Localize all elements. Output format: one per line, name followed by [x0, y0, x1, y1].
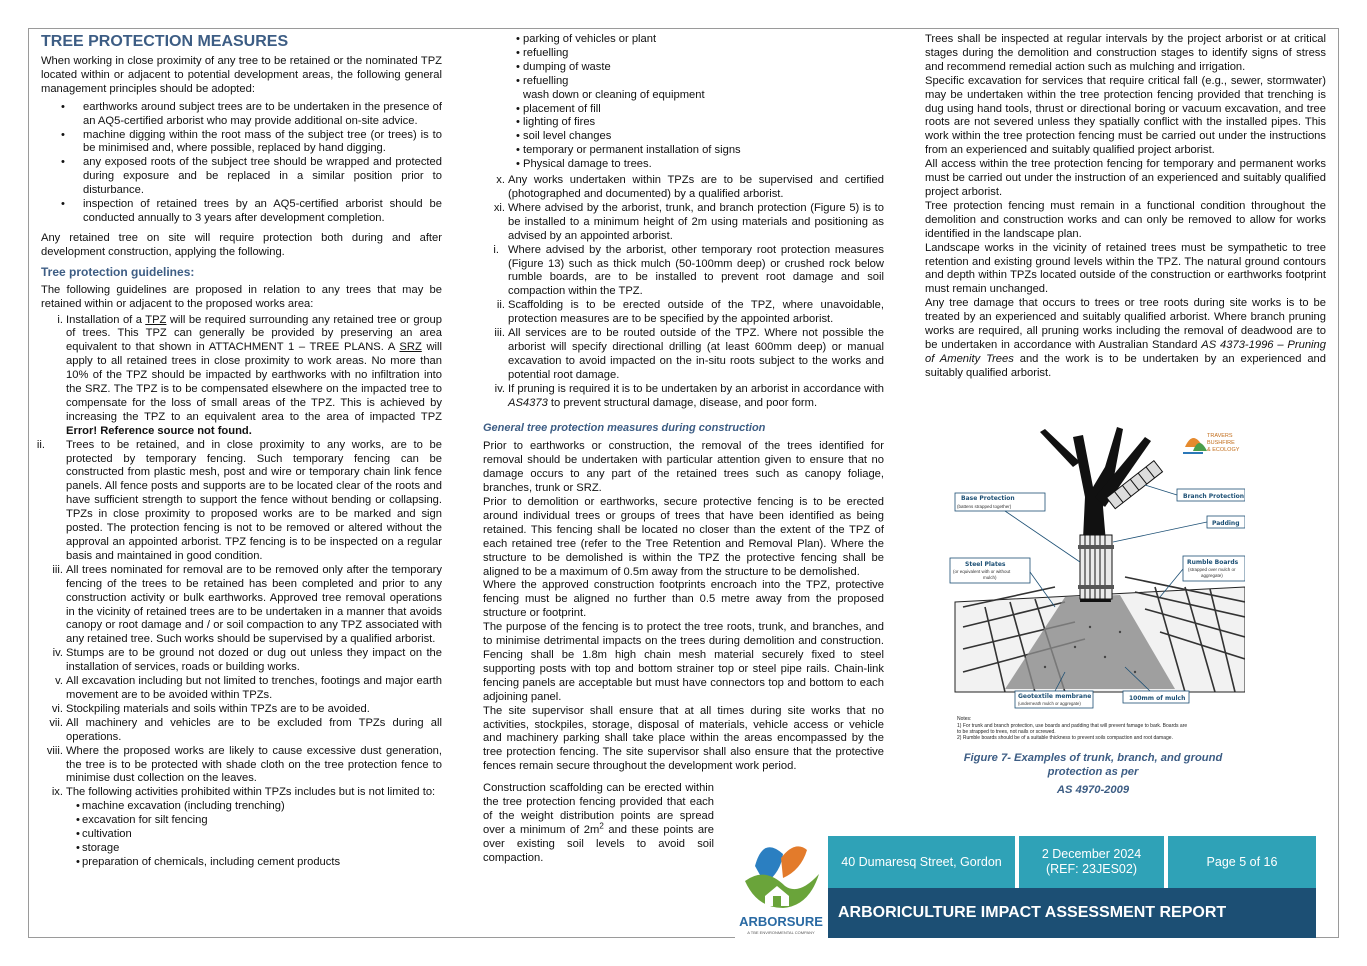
- figure-notes: Notes: 1) For trunk and branch protectio…: [957, 716, 1187, 741]
- list-item: vii.All machinery and vehicles are to be…: [49, 716, 442, 743]
- logo-text: & ECOLOGY: [1207, 447, 1240, 453]
- list-item: ii.Trees to be retained, and in close pr…: [36, 438, 442, 562]
- footer-date: 2 December 2024(REF: 23JES02): [1019, 836, 1164, 888]
- list-item: viii.Where the proposed works are likely…: [46, 744, 442, 785]
- list-item: •preparation of chemicals, including cem…: [76, 855, 341, 868]
- prohibited-list-1: •machine excavation (including trenching…: [41, 800, 442, 870]
- svg-text:(battens strapped together): (battens strapped together): [957, 504, 1012, 509]
- label-rumble-boards: Rumble Boards: [1187, 559, 1239, 566]
- logo-text: TRAVERS: [1207, 433, 1233, 439]
- general-paragraph: Prior to demolition or earthworks, secur…: [483, 496, 884, 578]
- list-item: •dumping of waste: [516, 60, 611, 73]
- general-paragraph: The site supervisor shall ensure that at…: [483, 704, 884, 773]
- list-item: ix.The following activities prohibited w…: [51, 786, 436, 799]
- list-item: •placement of fill: [516, 102, 601, 115]
- list-item: iii.All services are to be routed outsid…: [494, 327, 884, 381]
- prohibited-list-2: •parking of vehicles or plant •refuellin…: [483, 33, 884, 172]
- svg-text:to be strapped to trees, not n: to be strapped to trees, not nails or sc…: [957, 729, 1056, 735]
- list-item: •storage: [76, 841, 120, 854]
- retained-paragraph: Any retained tree on site will require p…: [41, 231, 442, 258]
- svg-text:(underneath mulch or aggregate: (underneath mulch or aggregate): [1018, 701, 1081, 706]
- list-item: iii.All trees nominated for removal are …: [52, 563, 442, 646]
- label-padding: Padding: [1212, 520, 1240, 527]
- column-2: •parking of vehicles or plant •refuellin…: [483, 33, 884, 866]
- arborsure-logo-icon: ARBORSURE A TBE ENVIRONMENTAL COMPANY: [739, 846, 823, 935]
- tree-protection-figure: TRAVERS BUSHFIRE & ECOLOGY Base Protecti…: [945, 427, 1246, 745]
- logo-tagline: A TBE ENVIRONMENTAL COMPANY: [747, 930, 815, 935]
- logo-text: BUSHFIRE: [1207, 440, 1235, 446]
- list-item: ii.Scaffolding is to be erected outside …: [496, 299, 884, 326]
- label-base-protection: Base Protection: [961, 495, 1015, 502]
- list-item: •any exposed roots of the subject tree s…: [61, 156, 442, 197]
- footer-page-number: Page 5 of 16: [1168, 836, 1316, 888]
- reference-error: Error! Reference source not found.: [66, 424, 252, 437]
- principles-list: •earthworks around subject trees are to …: [41, 101, 442, 226]
- general-paragraph: Prior to earthworks or construction, the…: [483, 440, 884, 495]
- list-item: •soil level changes: [516, 130, 612, 143]
- guidelines-heading: Tree protection guidelines:: [41, 264, 195, 279]
- svg-text:2) Rumble boards should be of: 2) Rumble boards should be of a suitable…: [957, 735, 1173, 741]
- label-mulch: 100mm of mulch: [1129, 695, 1185, 702]
- svg-text:Notes:: Notes:: [957, 716, 971, 722]
- list-item: vi.Stockpiling materials and soils withi…: [51, 702, 370, 715]
- list-item: v.All excavation including but not limit…: [55, 675, 442, 701]
- logo-name: ARBORSURE: [739, 914, 823, 929]
- figure-caption: Figure 7- Examples of trunk, branch, and…: [963, 752, 1223, 796]
- body-paragraph: Landscape works in the vicinity of retai…: [925, 241, 1326, 296]
- column-3: Trees shall be inspected at regular inte…: [925, 33, 1326, 381]
- label-branch-protection: Branch Protection: [1183, 493, 1244, 500]
- svg-text:aggregate): aggregate): [1201, 573, 1223, 578]
- list-item: •cultivation: [76, 828, 132, 841]
- guidelines-intro: The following guidelines are proposed in…: [41, 283, 442, 310]
- list-item: •temporary or permanent installation of …: [516, 144, 741, 157]
- svg-text:1) For trunk and branch protec: 1) For trunk and branch protection, use …: [957, 723, 1187, 729]
- list-item: •machine excavation (including trenching…: [76, 800, 285, 813]
- page-heading: TREE PROTECTION MEASURES: [41, 33, 289, 50]
- list-item: x.Any works undertaken within TPZs are t…: [496, 174, 884, 200]
- label-geotextile: Geotextile membrane: [1018, 693, 1091, 700]
- general-heading: General tree protection measures during …: [483, 422, 766, 435]
- list-item: •earthworks around subject trees are to …: [61, 100, 442, 127]
- travers-logo: TRAVERS BUSHFIRE & ECOLOGY: [1183, 433, 1240, 454]
- body-paragraph: All access within the tree protection fe…: [925, 158, 1326, 198]
- list-item: xi.Where advised by the arborist, trunk,…: [493, 201, 884, 242]
- intro-paragraph: When working in close proximity of any t…: [41, 55, 442, 95]
- list-item: wash down or cleaning of equipment: [523, 88, 705, 101]
- list-item: •machine digging within the root mass of…: [61, 128, 442, 155]
- body-paragraph: Tree protection fencing must remain in a…: [925, 199, 1326, 240]
- diagram-labels: Base Protection (battens strapped togeth…: [949, 484, 1246, 709]
- tree-protection-diagram: TRAVERS BUSHFIRE & ECOLOGY Base Protecti…: [949, 427, 1246, 741]
- footer-address: 40 Dumaresq Street, Gordon: [828, 836, 1015, 888]
- guidelines-list-continued: x.Any works undertaken within TPZs are t…: [483, 174, 884, 410]
- list-item: i.Installation of a TPZ will be required…: [57, 313, 442, 437]
- svg-text:mulch): mulch): [983, 575, 997, 580]
- list-item: i. Where advised by the arborist, other …: [493, 243, 884, 298]
- body-paragraph: Trees shall be inspected at regular inte…: [925, 33, 1326, 73]
- list-item: •parking of vehicles or plant: [516, 33, 657, 45]
- body-paragraph: Specific excavation for services that re…: [925, 74, 1326, 157]
- list-item: •lighting of fires: [516, 116, 596, 129]
- general-paragraph: The purpose of the fencing is to protect…: [483, 621, 884, 703]
- list-item: •inspection of retained trees by an AQ5-…: [61, 198, 442, 224]
- label-steel-plates: Steel Plates: [965, 561, 1006, 568]
- list-item: •refuelling: [516, 46, 569, 59]
- list-item: •refuelling: [516, 74, 569, 87]
- list-item: •Physical damage to trees.: [516, 158, 652, 171]
- guidelines-list: i.Installation of a TPZ will be required…: [36, 313, 442, 801]
- list-item: •excavation for silt fencing: [76, 814, 208, 827]
- scaffold-paragraph: Construction scaffolding can be erected …: [483, 782, 714, 864]
- list-item: iv.Stumps are to be ground not dozed or …: [52, 647, 442, 674]
- svg-text:(strapped over mulch or: (strapped over mulch or: [1188, 567, 1236, 572]
- list-item: iv.If pruning is required it is to be un…: [494, 382, 884, 409]
- damage-paragraph: Any tree damage that occurs to trees or …: [925, 297, 1326, 379]
- page-frame: [28, 28, 1339, 938]
- general-paragraph: Where the approved construction footprin…: [483, 579, 884, 620]
- footer-report-title: ARBORICULTURE IMPACT ASSESSMENT REPORT: [828, 888, 1316, 938]
- arborsure-logo: ARBORSURE A TBE ENVIRONMENTAL COMPANY: [735, 836, 828, 938]
- svg-text:(or equivalent with or without: (or equivalent with or without: [953, 569, 1011, 574]
- column-1: TREE PROTECTION MEASURES When working in…: [36, 33, 442, 870]
